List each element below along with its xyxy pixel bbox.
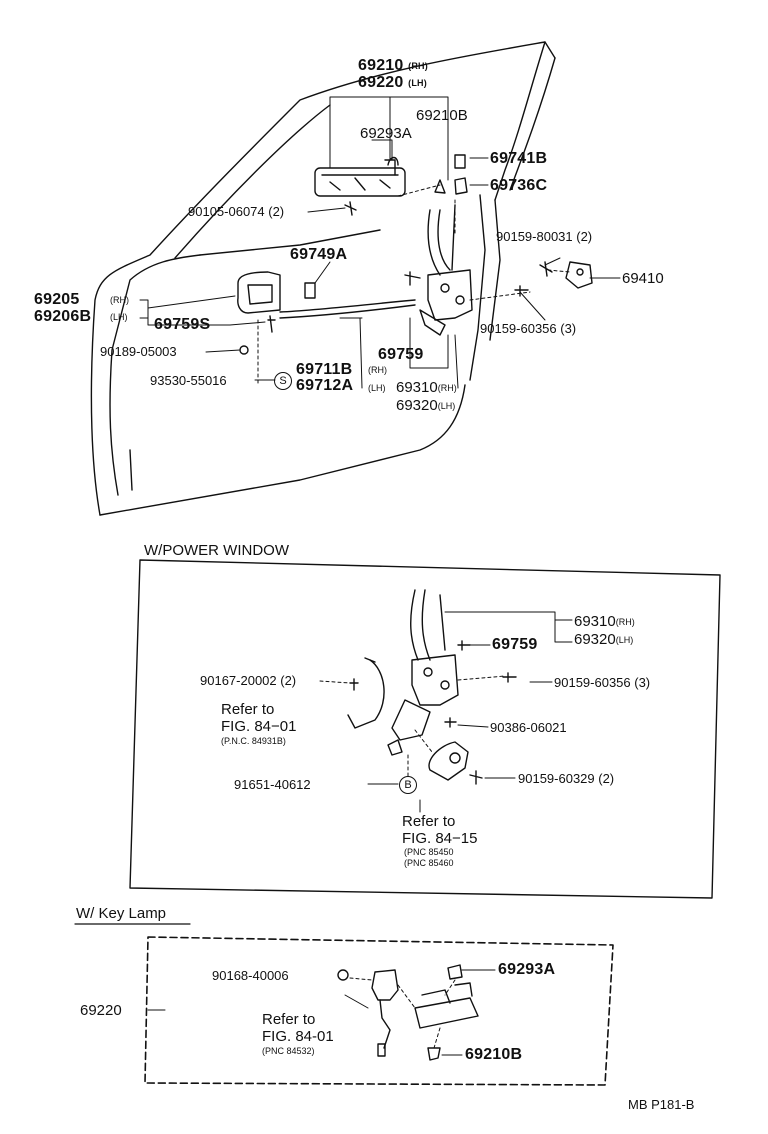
label-69205: 69205: [34, 291, 80, 308]
label-69410: 69410: [622, 270, 664, 287]
pw-label-69759: 69759: [492, 636, 538, 653]
label-69741b: 69741B: [490, 150, 548, 167]
kl-label-90168-40006: 90168-40006: [212, 968, 289, 983]
label-90105-06074: 90105-06074 (2): [188, 204, 285, 219]
pw-label-91651-40612: 91651-40612: [234, 777, 311, 792]
label-69210b: 69210B: [416, 107, 468, 124]
kl-label-69220: 69220: [80, 1002, 122, 1019]
key-lamp-title: W/ Key Lamp: [76, 905, 167, 922]
label-69210: 69210 (RH): [358, 57, 428, 74]
key-lamp-leader-lines: [147, 969, 496, 1056]
pw-refer1-line3: (P.N.C. 84931B): [221, 736, 286, 746]
label-69310: 69310(RH): [396, 379, 457, 396]
label-69712a-side: (LH): [368, 383, 386, 393]
pw-label-69320: 69320(LH): [574, 631, 634, 648]
pw-refer2-line2: FIG. 84−15: [402, 830, 478, 847]
kl-label-69293a: 69293A: [498, 961, 556, 978]
kl-label-69210b: 69210B: [465, 1046, 523, 1063]
power-window-lock-assembly: [347, 589, 517, 785]
power-window-dotted-lines: [319, 675, 506, 779]
key-lamp-dotted-lines: [349, 977, 456, 1049]
power-window-leader-lines: [367, 611, 573, 813]
pw-refer2-line1: Refer to: [402, 813, 456, 830]
label-69205-side: (RH): [110, 295, 129, 305]
pw-label-90159-60356: 90159-60356 (3): [554, 675, 651, 690]
b-marker: B: [399, 776, 417, 794]
label-69220: 69220 (LH): [358, 74, 427, 91]
door-dotted-lines: [257, 184, 571, 386]
pw-label-90159-60329: 90159-60329 (2): [518, 771, 615, 786]
label-93530-55016: 93530-55016: [150, 373, 227, 388]
figure-code: MB P181-B: [628, 1097, 695, 1112]
label-69711b-side: (RH): [368, 365, 387, 375]
label-69712a: 69712A: [296, 377, 354, 394]
pw-refer2-line4: (PNC 85460: [404, 858, 454, 868]
label-69293a: 69293A: [360, 125, 412, 142]
door-outline: [90, 41, 556, 516]
label-69206b-side: (LH): [110, 312, 128, 322]
kl-refer-line1: Refer to: [262, 1011, 316, 1028]
kl-refer-line2: FIG. 84-01: [262, 1028, 334, 1045]
label-69759s: 69759S: [154, 316, 211, 333]
label-90159-80031: 90159-80031 (2): [496, 229, 593, 244]
door-lock-assembly: [239, 154, 593, 355]
outside-handle: [314, 156, 406, 197]
pw-refer2-line3: (PNC 85450: [404, 847, 454, 857]
pw-refer1-line1: Refer to: [221, 701, 275, 718]
pw-label-69310: 69310(RH): [574, 613, 635, 630]
s-marker: S: [274, 372, 292, 390]
label-69759: 69759: [378, 346, 424, 363]
kl-refer-line3: (PNC 84532): [262, 1046, 315, 1056]
label-69320: 69320(LH): [396, 397, 456, 414]
label-69206b: 69206B: [34, 308, 92, 325]
pw-label-90167-20002: 90167-20002 (2): [200, 673, 297, 688]
label-69736c: 69736C: [490, 177, 548, 194]
label-90159-60356: 90159-60356 (3): [480, 321, 577, 336]
power-window-box: [129, 559, 721, 899]
inside-handle: [237, 271, 281, 314]
pw-label-90386-06021: 90386-06021: [490, 720, 567, 735]
label-69711b: 69711B: [296, 361, 353, 378]
label-90189-05003: 90189-05003: [100, 344, 177, 359]
key-lamp-parts: [337, 964, 479, 1061]
pw-refer1-line2: FIG. 84−01: [221, 718, 297, 735]
power-window-title: W/POWER WINDOW: [144, 542, 289, 559]
label-69749a: 69749A: [290, 246, 348, 263]
key-lamp-box: [144, 936, 614, 1086]
